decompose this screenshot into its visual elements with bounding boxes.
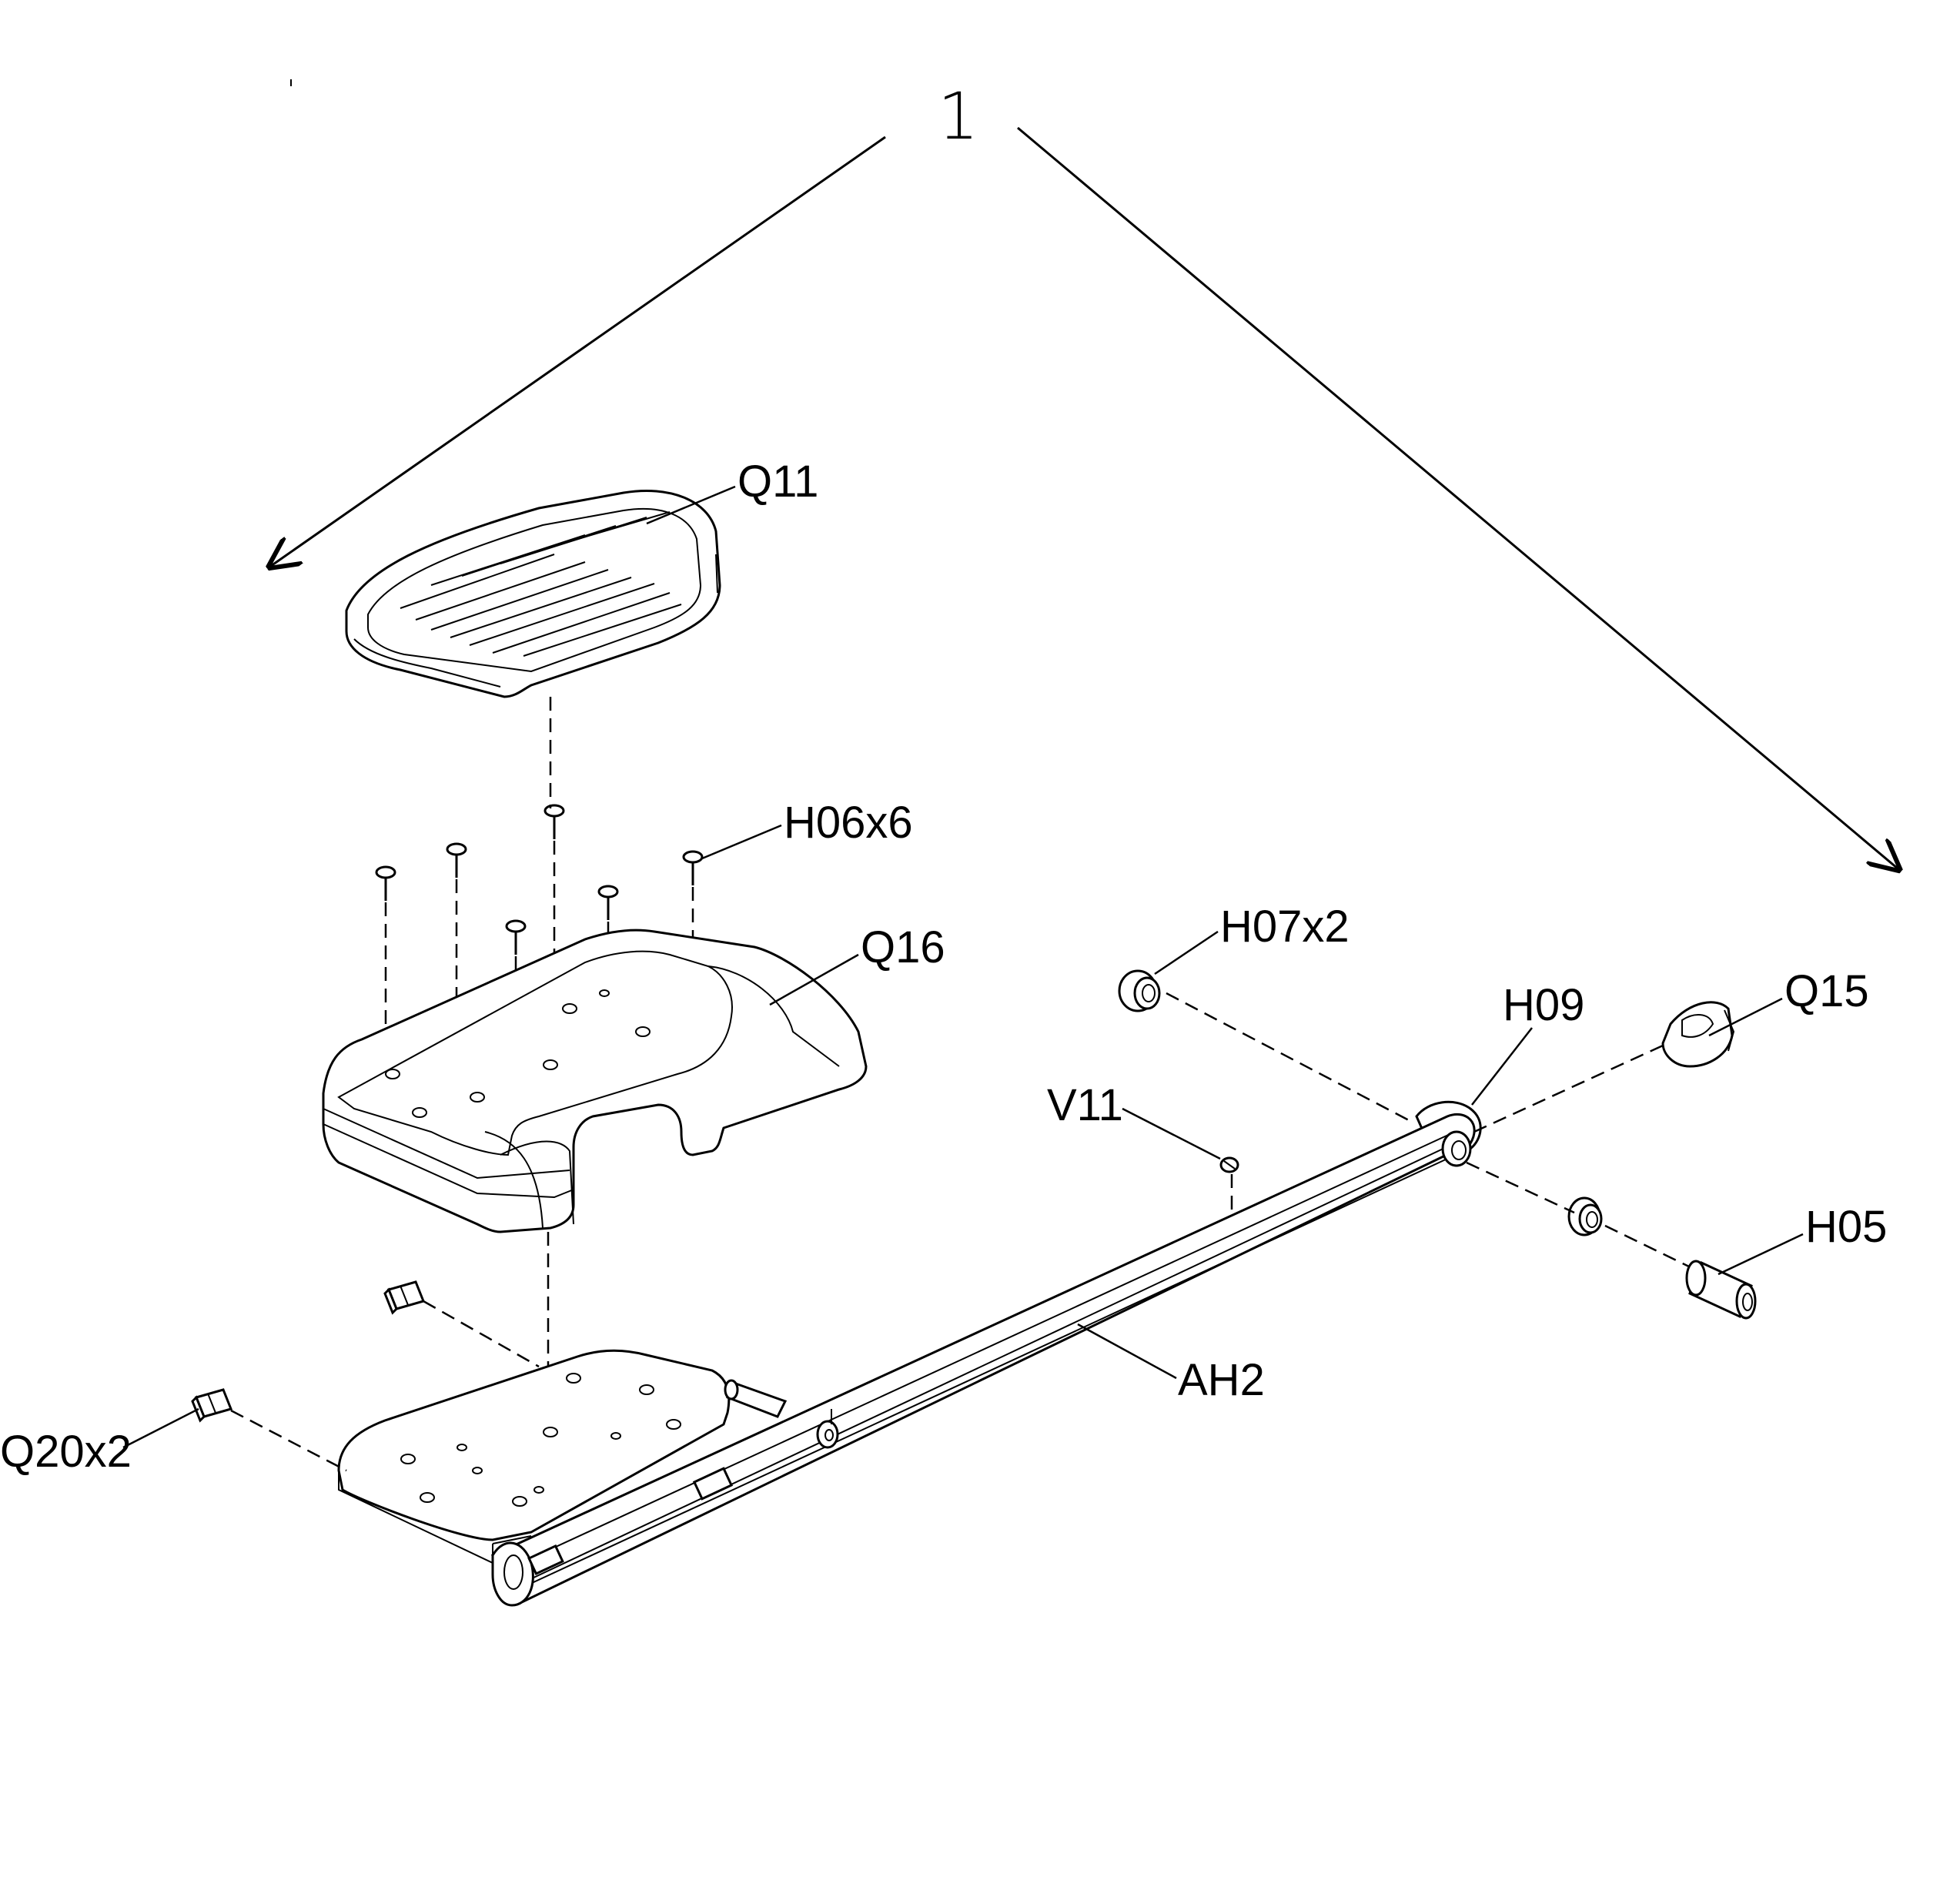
leader-h06 bbox=[701, 824, 782, 860]
assembly-arrow-left bbox=[271, 136, 886, 566]
label-h07: H07x2 bbox=[1220, 902, 1350, 952]
leader-q15 bbox=[1708, 997, 1783, 1037]
end-cap-q15 bbox=[1661, 1001, 1735, 1068]
clip-align-lower bbox=[230, 1409, 347, 1472]
pedal-arm-ah2 bbox=[337, 1113, 1476, 1607]
leader-ah2 bbox=[1077, 1323, 1177, 1380]
axle-pin-h05 bbox=[1685, 1260, 1757, 1320]
screw-2 bbox=[446, 842, 467, 878]
label-q11: Q11 bbox=[738, 457, 818, 507]
label-h09: H09 bbox=[1503, 980, 1584, 1030]
bushing-h07-lower bbox=[1567, 1196, 1603, 1236]
leader-h09 bbox=[1471, 1027, 1533, 1106]
screw-3 bbox=[544, 804, 565, 839]
screw-4 bbox=[505, 919, 527, 955]
label-h05: H05 bbox=[1805, 1202, 1887, 1252]
shroud-q16 bbox=[322, 929, 868, 1233]
screw-1 bbox=[375, 865, 396, 901]
label-q16: Q16 bbox=[861, 922, 945, 972]
leader-q16 bbox=[769, 953, 859, 1006]
label-ah2: AH2 bbox=[1178, 1355, 1265, 1405]
clip-q20-upper bbox=[383, 1280, 426, 1315]
label-q15: Q15 bbox=[1784, 966, 1869, 1016]
clip-align-upper bbox=[423, 1300, 540, 1368]
foot-pad-ribs bbox=[400, 511, 682, 657]
screw-5 bbox=[597, 885, 619, 920]
leader-q11 bbox=[646, 485, 736, 525]
leader-q20 bbox=[122, 1407, 199, 1449]
label-q20: Q20x2 bbox=[0, 1427, 132, 1477]
bushing-h07 bbox=[1118, 969, 1161, 1012]
label-h06: H06x6 bbox=[784, 798, 913, 848]
assembly-arrow-right bbox=[1017, 126, 1898, 868]
leader-v11 bbox=[1122, 1107, 1221, 1160]
clip-q20-lower bbox=[191, 1388, 233, 1423]
leader-h05 bbox=[1718, 1233, 1804, 1276]
foot-pad-q11 bbox=[345, 489, 721, 698]
assembly-label: 1 bbox=[938, 79, 978, 154]
label-v11: V11 bbox=[1047, 1080, 1123, 1130]
leader-h07 bbox=[1154, 930, 1219, 975]
screw-6 bbox=[682, 850, 704, 885]
